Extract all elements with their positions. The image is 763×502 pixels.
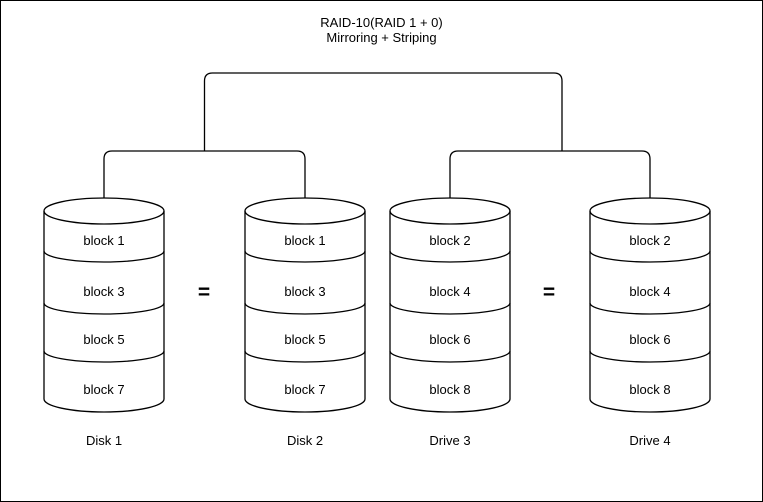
drive4-cylinder-body — [589, 197, 711, 413]
disk1-name: Disk 1 — [85, 433, 123, 448]
disk1-divider-2 — [43, 302, 165, 315]
disk2-divider-2 — [244, 302, 366, 315]
disk2-block-2: block 3 — [284, 284, 326, 299]
title-line-1: RAID-10(RAID 1 + 0) — [320, 15, 443, 30]
disk1-block-2: block 3 — [83, 284, 125, 299]
drive3-block-3: block 6 — [429, 332, 471, 347]
drive3-name: Drive 3 — [429, 433, 471, 448]
disk1-cylinder-body — [43, 197, 165, 413]
drive4-block-4: block 8 — [629, 382, 671, 397]
disk1-divider-3 — [43, 350, 165, 363]
drive3-block-1: block 2 — [429, 233, 471, 248]
drive4-block-3: block 6 — [629, 332, 671, 347]
disk2-cylinder — [244, 197, 366, 413]
disk2-cylinder-body — [244, 197, 366, 413]
mirror-equals-right: = — [542, 281, 556, 304]
disk2-cylinder-rim — [244, 210, 366, 225]
drive4-divider-3 — [589, 350, 711, 363]
disk2-block-1: block 1 — [284, 233, 326, 248]
mirror-connector-right — [449, 150, 651, 198]
drive4-cylinder-rim — [589, 210, 711, 225]
disk1-block-3: block 5 — [83, 332, 125, 347]
drive4-divider-2 — [589, 302, 711, 315]
drive3-divider-2 — [389, 302, 511, 315]
drive3-block-4: block 8 — [429, 382, 471, 397]
disk1-block-1: block 1 — [83, 233, 125, 248]
drive4-name: Drive 4 — [629, 433, 671, 448]
drive4-divider-1 — [589, 250, 711, 263]
drive4-block-2: block 4 — [629, 284, 671, 299]
disk2-name: Disk 2 — [286, 433, 324, 448]
disk1-cylinder — [43, 197, 165, 413]
disk2-block-4: block 7 — [284, 382, 326, 397]
disk2-divider-3 — [244, 350, 366, 363]
drive3-cylinder-body — [389, 197, 511, 413]
mirror-equals-left: = — [197, 281, 211, 304]
drive3-divider-1 — [389, 250, 511, 263]
disk1-divider-1 — [43, 250, 165, 263]
disk2-divider-1 — [244, 250, 366, 263]
title-line-2: Mirroring + Striping — [326, 30, 437, 45]
drive3-cylinder-rim — [389, 210, 511, 225]
drive4-cylinder — [589, 197, 711, 413]
drive3-cylinder — [389, 197, 511, 413]
disk1-cylinder-rim — [43, 210, 165, 225]
mirror-connector-left — [103, 150, 306, 198]
disk1-block-4: block 7 — [83, 382, 125, 397]
drive3-divider-3 — [389, 350, 511, 363]
diagram-title: RAID-10(RAID 1 + 0) Mirroring + Striping — [1, 15, 762, 45]
stripe-connector — [203, 72, 563, 151]
disk2-block-3: block 5 — [284, 332, 326, 347]
drive4-block-1: block 2 — [629, 233, 671, 248]
drive3-block-2: block 4 — [429, 284, 471, 299]
